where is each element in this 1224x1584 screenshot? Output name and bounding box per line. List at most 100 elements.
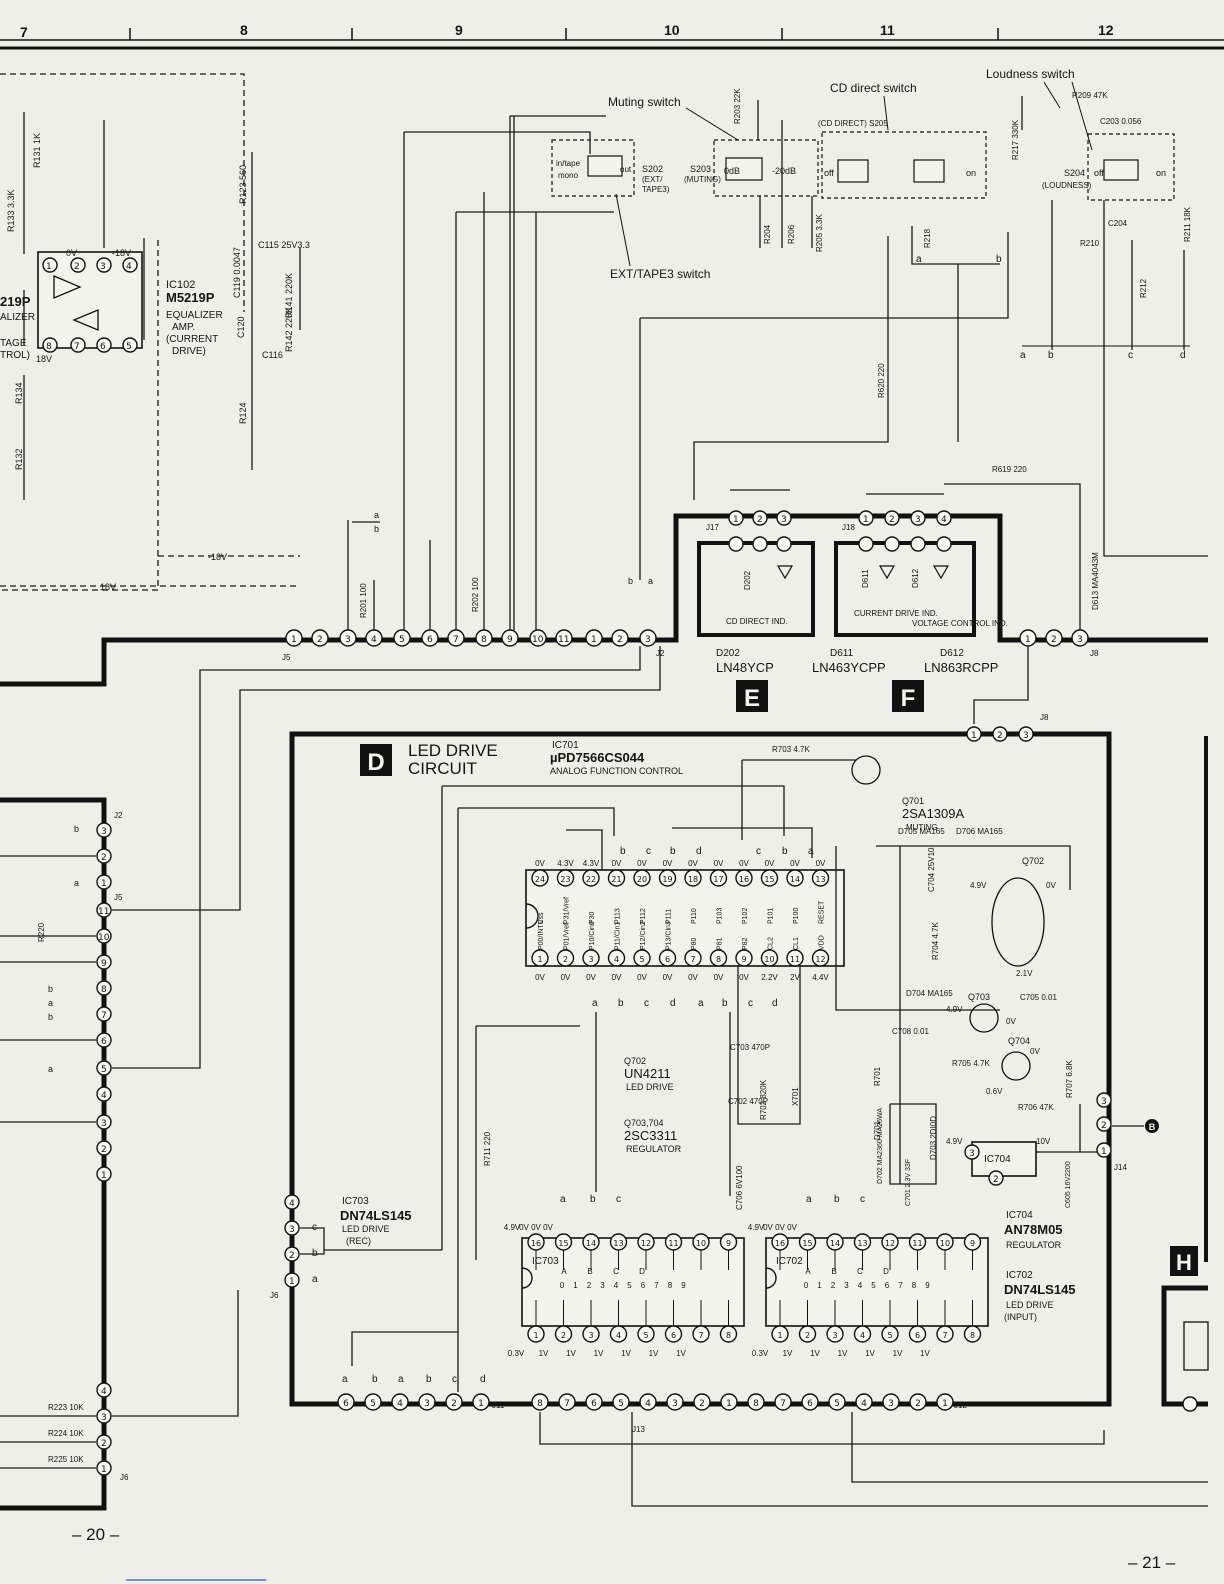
connector-pin-label: 2 (915, 1399, 921, 1409)
q703-704-part: 2SC3311 (624, 1128, 677, 1143)
ic702-desc-2: (INPUT) (1004, 1312, 1037, 1322)
ic701-pin-name: VDD (819, 935, 826, 950)
ic701-volt: 0V (765, 859, 775, 868)
ic701-pin-name: P82 (742, 937, 749, 950)
bus-d-right: d (1180, 350, 1186, 361)
c203-label: C203 0.056 (1100, 117, 1142, 126)
ic701-pin-label: 21 (611, 875, 621, 884)
j17-pin: 3 (781, 515, 787, 525)
r211-label: R211 18K (1183, 206, 1192, 242)
ic701-pin (607, 949, 626, 967)
svg-text:2: 2 (74, 262, 80, 272)
connector-pin-label: 5 (370, 1399, 376, 1409)
connector-pin-label: 1 (726, 1399, 732, 1409)
r620-label: R620 220 (877, 363, 886, 398)
ic701-pin-label: 22 (586, 875, 596, 884)
dip-output-digit: 4 (858, 1281, 863, 1290)
j6b-pin: 3 (101, 1413, 107, 1423)
s205-off: off (824, 168, 834, 178)
j8-pin: 3 (1077, 635, 1083, 645)
j8b-pins: 1 2 3 (966, 726, 1034, 742)
bus-b-j2: b (628, 576, 633, 586)
abc-c-1: c (616, 1194, 621, 1205)
j6-label: J6 (270, 1291, 279, 1300)
dip-bottom-volt: 1V (649, 1349, 659, 1358)
ic701-volt: 0V (637, 859, 647, 868)
j11-a: a (342, 1374, 348, 1385)
connector-pin (801, 1393, 819, 1411)
ic701-volt: 0V (637, 973, 647, 982)
j18-label: J18 (842, 523, 855, 532)
connector-pin (337, 1393, 355, 1411)
j5-pin: 11 (558, 635, 569, 645)
x701-label: X701 (791, 1087, 800, 1106)
j2-pin: 3 (645, 635, 651, 645)
q701-part: 2SA1309A (902, 806, 964, 821)
r704-label: R704 4.7K (931, 922, 940, 960)
j2-pins: 1 2 3 (585, 629, 657, 647)
ic701-pin (709, 949, 728, 967)
j6b-pin: 1 (101, 1465, 107, 1475)
d-bot-1: d (670, 998, 676, 1009)
j5-pin: 3 (345, 635, 351, 645)
connector-pin (855, 1393, 873, 1411)
ic701-pin-label: 11 (790, 955, 800, 964)
dip-pin-label: 7 (698, 1331, 703, 1340)
j17-pin: 1 (733, 515, 739, 525)
dip-output-digit: 4 (614, 1281, 619, 1290)
left-pin: 6 (101, 1037, 107, 1047)
grid-col-11: 11 (880, 22, 895, 38)
j5-pin: 2 (317, 635, 323, 645)
ic701-pin-name: P100 (793, 908, 800, 924)
ic701-pin-label: 24 (535, 875, 545, 884)
c703-label: C703 470P (730, 1043, 770, 1052)
d702-label: D702 MA2360 MA26WA (877, 1108, 884, 1184)
svg-text:6: 6 (100, 342, 106, 352)
r141-label: R141 220K (284, 273, 294, 318)
b-bot-1: b (618, 998, 624, 1009)
grid-col-12: 12 (1098, 22, 1114, 38)
dip-pin-label: 11 (912, 1239, 922, 1248)
ic701-volt: 2.2V (761, 973, 778, 982)
dip-pin-label: 9 (726, 1239, 731, 1248)
grid-col-7: 7 (20, 24, 28, 40)
r707-label: R707 6.8K (1065, 1060, 1074, 1098)
j5-pin: 6 (427, 635, 433, 645)
connector-pin (531, 1393, 549, 1411)
page-number-left: – 20 – (72, 1525, 120, 1544)
connector-pin-label: 4 (861, 1399, 867, 1409)
ic703-name: IC703 (342, 1196, 369, 1207)
ic701-pin (709, 869, 728, 887)
connector-pin-label: 5 (618, 1399, 624, 1409)
d704-label: D704 MA165 (906, 989, 953, 998)
ic701-pin (811, 949, 830, 967)
grid-col-10: 10 (664, 22, 680, 38)
switch-section: in/tape mono out S202 (EXT/ TAPE3) EXT/T… (403, 67, 1208, 630)
dip-top-volt: 0V (543, 1223, 553, 1232)
c-bot-2: c (748, 998, 753, 1009)
section-h: H (1170, 1246, 1209, 1412)
dip-pin-label: 16 (775, 1239, 785, 1248)
dip-output-digit: 8 (668, 1281, 673, 1290)
ic701-pin-name: P101 (768, 908, 775, 924)
ic701-pin-name: RESET (819, 900, 826, 924)
connector-pin (720, 1393, 738, 1411)
left-a-2: a (48, 998, 53, 1008)
ic704-desc: REGULATOR (1006, 1240, 1062, 1250)
r706-label: R706 47K (1018, 1103, 1054, 1112)
j5-pin: 5 (399, 635, 405, 645)
dip-bottom-volt: 1V (783, 1349, 793, 1358)
left-pin: 11 (98, 907, 109, 917)
ic701-pin-label: 18 (688, 875, 698, 884)
connector-pin-label: 6 (807, 1399, 813, 1409)
connector-pin (828, 1393, 846, 1411)
dip-input-letter: D (639, 1267, 645, 1276)
connector-pin-label: 2 (699, 1399, 705, 1409)
arrow-b-badge: B (1149, 1122, 1156, 1132)
s205-on: on (966, 168, 976, 178)
dip-output-digit: 3 (844, 1281, 849, 1290)
r204-label: R204 (763, 224, 772, 244)
c-top-2: c (756, 846, 761, 857)
ic702-name: IC702 (1006, 1270, 1033, 1281)
